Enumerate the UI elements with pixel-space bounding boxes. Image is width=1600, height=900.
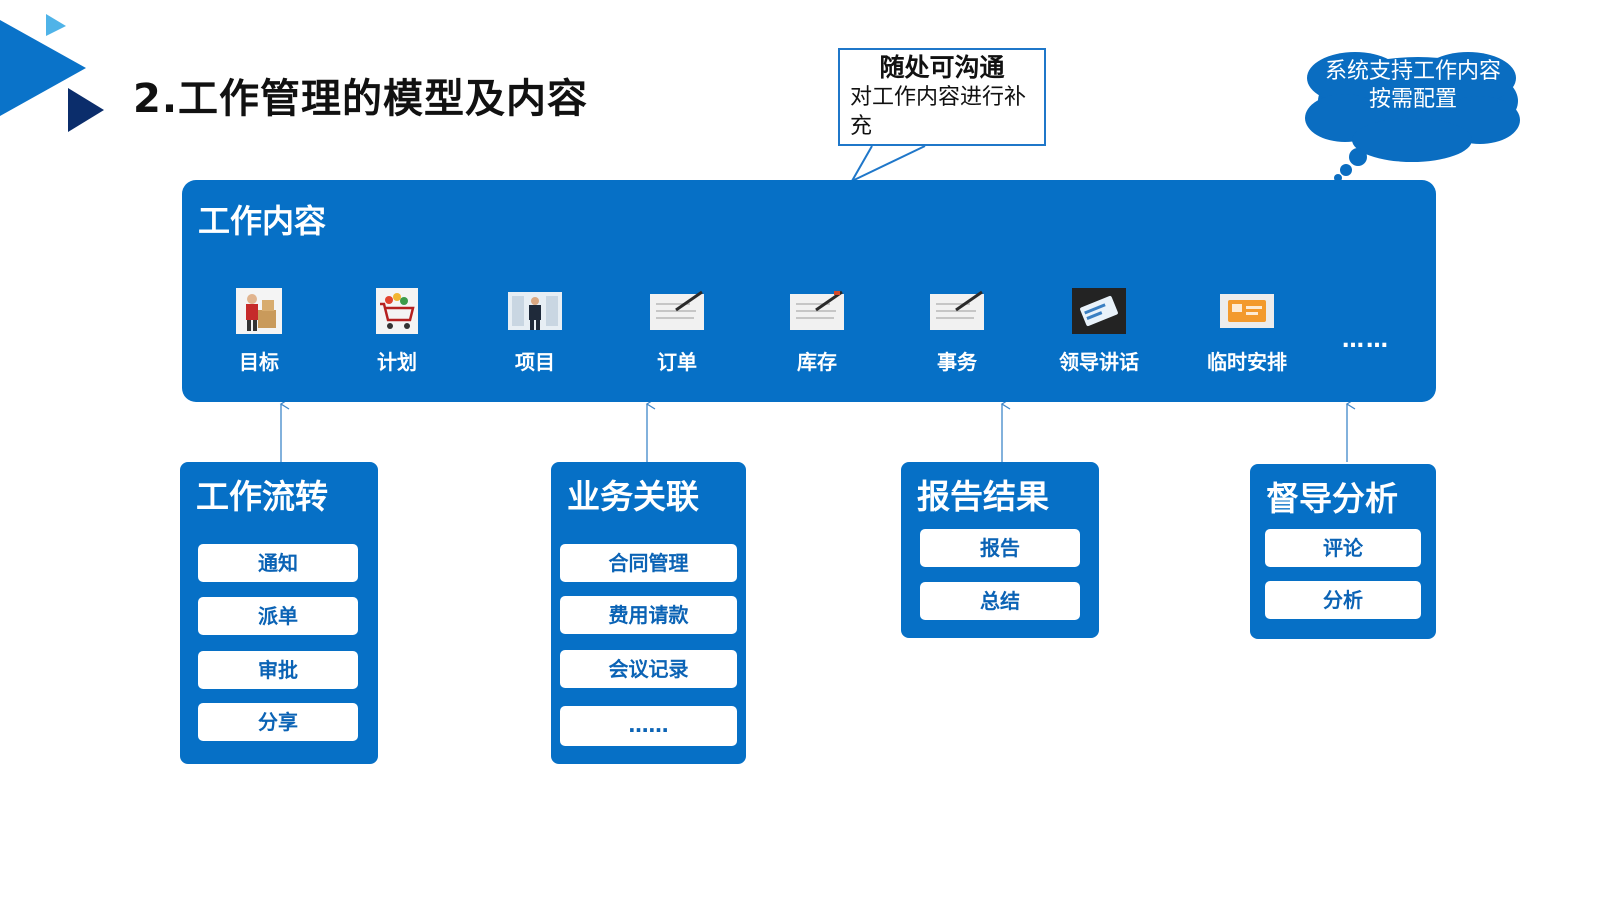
callout-title: 随处可沟通	[879, 53, 1005, 82]
more-items: ……	[1342, 328, 1390, 353]
group-title: 督导分析	[1266, 479, 1398, 518]
content-item-label: 订单	[657, 350, 697, 374]
content-item-goal[interactable]: 目标	[204, 288, 314, 375]
content-item-label: 领导讲话	[1059, 350, 1139, 374]
workflow-dispatch-button[interactable]: 派单	[198, 597, 358, 635]
workflow-share-button[interactable]: 分享	[198, 703, 358, 741]
business-meeting-button[interactable]: 会议记录	[560, 650, 737, 688]
content-item-temp-arrangement[interactable]: 临时安排	[1192, 288, 1302, 375]
content-item-label: 事务	[937, 350, 977, 374]
group-workflow: 工作流转 通知 派单 审批 分享	[180, 462, 378, 764]
cards-icon	[1072, 288, 1126, 334]
businessman-icon	[508, 292, 562, 330]
supervise-analysis-button[interactable]: 分析	[1265, 581, 1421, 619]
callout-tail	[849, 145, 926, 184]
document-pen-icon	[650, 290, 704, 330]
content-item-label: 库存	[797, 350, 837, 374]
communication-callout: 随处可沟通 对工作内容进行补充	[838, 48, 1046, 146]
report-summary-button[interactable]: 总结	[920, 582, 1080, 620]
group-title: 工作流转	[196, 477, 328, 516]
content-item-plan[interactable]: 计划	[342, 288, 452, 375]
content-item-label: 目标	[239, 350, 279, 374]
content-item-order[interactable]: 订单	[622, 288, 732, 375]
content-item-project[interactable]: 项目	[480, 288, 590, 375]
work-content-title: 工作内容	[198, 202, 327, 240]
page-title: 2.工作管理的模型及内容	[133, 76, 589, 122]
cloud-text: 系统支持工作内容按需配置	[1324, 59, 1501, 112]
workflow-notice-button[interactable]: 通知	[198, 544, 358, 582]
group-supervise: 督导分析 评论 分析	[1250, 464, 1436, 639]
content-item-inventory[interactable]: 库存	[762, 288, 872, 375]
business-expense-button[interactable]: 费用请款	[560, 596, 737, 634]
content-item-label: 项目	[515, 350, 555, 374]
worker-boxes-icon	[236, 288, 282, 334]
group-business: 业务关联 合同管理 费用请款 会议记录 ……	[551, 462, 746, 764]
work-content-panel: 工作内容 目标 计划	[182, 180, 1436, 402]
callout-body: 对工作内容进行补充	[850, 85, 1027, 139]
business-more-button[interactable]: ……	[560, 706, 737, 746]
group-title: 业务关联	[567, 477, 699, 516]
workflow-approval-button[interactable]: 审批	[198, 651, 358, 689]
group-title: 报告结果	[917, 477, 1049, 516]
document-pen-icon	[930, 290, 984, 330]
content-item-affairs[interactable]: 事务	[902, 288, 1012, 375]
group-report: 报告结果 报告 总结	[901, 462, 1099, 638]
document-pen-icon	[790, 290, 844, 330]
content-item-label: 临时安排	[1207, 350, 1287, 374]
shopping-cart-icon	[376, 288, 418, 334]
content-item-leader-speech[interactable]: 领导讲话	[1044, 288, 1154, 375]
supervise-comment-button[interactable]: 评论	[1265, 529, 1421, 567]
card-icon	[1220, 294, 1274, 328]
content-item-label: 计划	[377, 350, 417, 374]
corner-triangles-decoration	[0, 14, 104, 132]
report-report-button[interactable]: 报告	[920, 529, 1080, 567]
business-contract-button[interactable]: 合同管理	[560, 544, 737, 582]
